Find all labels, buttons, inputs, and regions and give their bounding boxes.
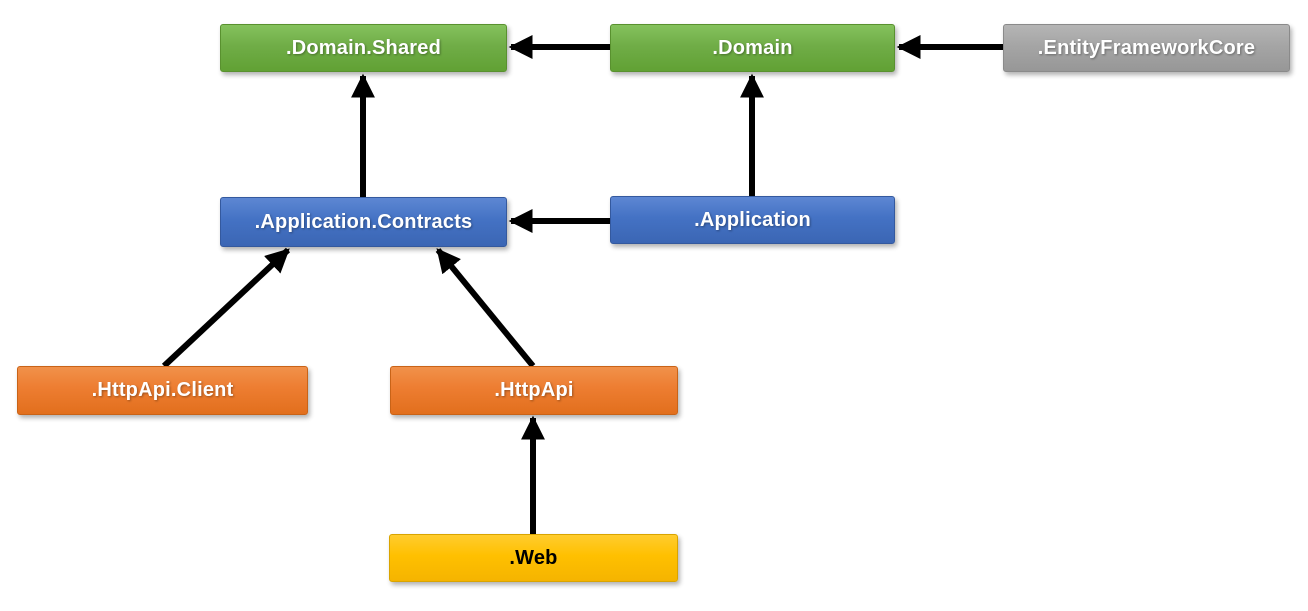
arrow-http_api-to-application_contracts bbox=[435, 248, 536, 368]
node-label: .Application.Contracts bbox=[254, 210, 473, 233]
node-http-api: .HttpApi bbox=[390, 366, 678, 415]
node-domain-shared: .Domain.Shared bbox=[220, 24, 507, 72]
arrow-http_api_client-to-application_contracts bbox=[161, 247, 291, 369]
node-domain: .Domain bbox=[610, 24, 895, 72]
node-label: .Web bbox=[509, 546, 558, 569]
node-label: .HttpApi bbox=[494, 379, 574, 401]
node-label: .HttpApi.Client bbox=[91, 379, 234, 401]
node-label: .Domain bbox=[712, 36, 793, 59]
node-label: .Domain.Shared bbox=[285, 36, 442, 59]
node-label: .Application bbox=[694, 208, 811, 231]
node-application: .Application bbox=[610, 196, 895, 244]
node-web: .Web bbox=[389, 534, 678, 582]
node-entity-framework-core: .EntityFrameworkCore bbox=[1003, 24, 1290, 72]
node-label: .EntityFrameworkCore bbox=[1037, 36, 1256, 59]
node-application-contracts: .Application.Contracts bbox=[220, 197, 507, 247]
node-http-api-client: .HttpApi.Client bbox=[17, 366, 308, 415]
